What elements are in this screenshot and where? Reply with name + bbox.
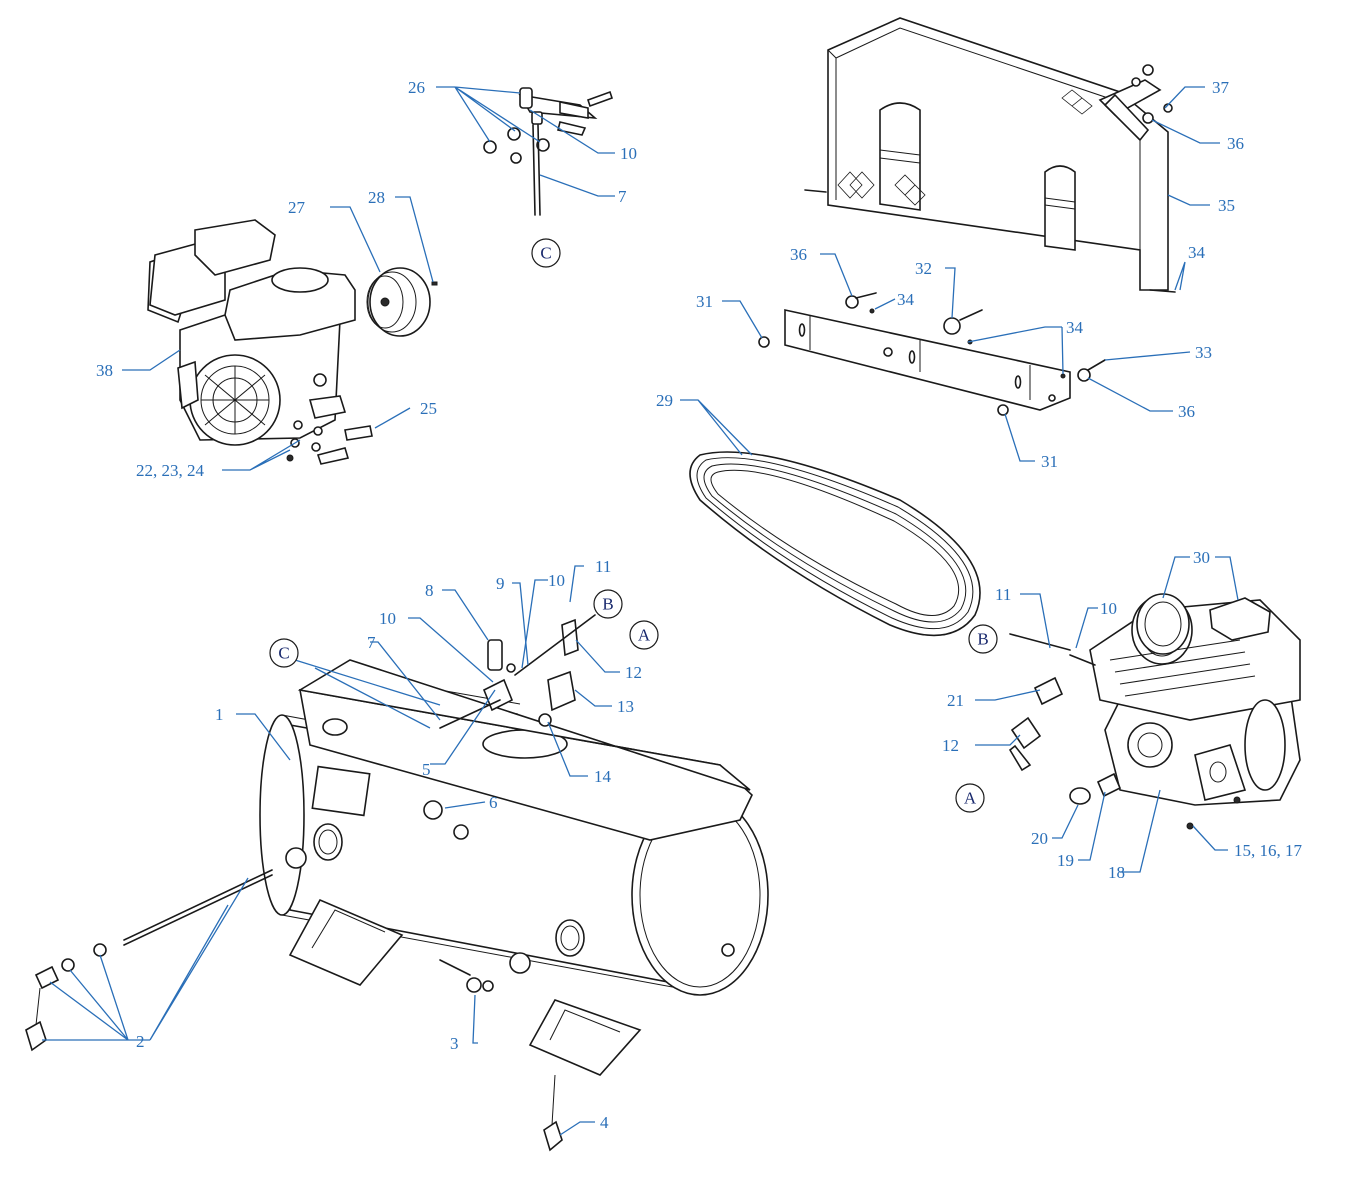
tank-saddle-plate bbox=[297, 659, 753, 841]
belt-guard bbox=[804, 17, 1176, 293]
reference-a-tank: A bbox=[629, 620, 659, 650]
engine-hardware bbox=[286, 420, 323, 462]
leader-lines bbox=[42, 86, 1239, 1136]
callout-7-switch: 7 bbox=[618, 187, 627, 206]
bottom-drain-petcock bbox=[543, 1074, 563, 1152]
callout-12-pump: 12 bbox=[942, 736, 959, 755]
ref-c-top-letter: C bbox=[540, 244, 551, 263]
ref-c-tank-letter: C bbox=[278, 644, 289, 663]
callout-29: 29 bbox=[656, 391, 673, 410]
engine-bolts bbox=[316, 425, 373, 465]
callout-21: 21 bbox=[947, 691, 964, 710]
callout-10-tank-right: 10 bbox=[548, 571, 565, 590]
callout-34-guard: 34 bbox=[1188, 243, 1206, 262]
callout-10-pump: 10 bbox=[1100, 599, 1117, 618]
callout-31-right: 31 bbox=[1041, 452, 1058, 471]
ref-a-tank-letter: A bbox=[638, 626, 651, 645]
callout-37: 37 bbox=[1212, 78, 1230, 97]
callout-12-tank: 12 bbox=[625, 663, 642, 682]
callout-5: 5 bbox=[422, 760, 431, 779]
reference-b-pump: B bbox=[968, 624, 998, 654]
callout-34-bracket-left: 34 bbox=[897, 290, 915, 309]
callout-22-23-24: 22, 23, 24 bbox=[136, 461, 205, 480]
reference-a-pump: A bbox=[955, 783, 985, 813]
callout-26: 26 bbox=[408, 78, 425, 97]
callout-36-bracket-left: 36 bbox=[790, 245, 807, 264]
air-compressor-pump bbox=[1089, 595, 1301, 830]
ref-b-pump-letter: B bbox=[977, 630, 988, 649]
drain-valve bbox=[439, 959, 494, 993]
callout-34-bracket-right: 34 bbox=[1066, 318, 1084, 337]
callout-1: 1 bbox=[215, 705, 224, 724]
callout-28: 28 bbox=[368, 188, 385, 207]
pressure-switch-assembly bbox=[483, 87, 614, 216]
callout-11-pump: 11 bbox=[995, 585, 1011, 604]
callout-2: 2 bbox=[136, 1032, 145, 1051]
engine-pulley bbox=[366, 267, 431, 337]
callout-10-tank-left: 10 bbox=[379, 609, 396, 628]
callout-32: 32 bbox=[915, 259, 932, 278]
callout-20: 20 bbox=[1031, 829, 1048, 848]
callout-35: 35 bbox=[1218, 196, 1235, 215]
pulley-key bbox=[431, 281, 438, 286]
callout-10-switch: 10 bbox=[620, 144, 637, 163]
callout-7-tank: 7 bbox=[367, 633, 376, 652]
gas-engine bbox=[147, 219, 356, 446]
callout-6: 6 bbox=[489, 793, 498, 812]
callout-18: 18 bbox=[1108, 863, 1125, 882]
reference-c-top: C bbox=[531, 238, 561, 268]
callout-11-tank: 11 bbox=[595, 557, 611, 576]
reference-b-tank: B bbox=[593, 589, 623, 619]
belt-guard-bracket bbox=[784, 309, 1071, 411]
belt-guard-mesh bbox=[837, 89, 1093, 206]
pump-fittings bbox=[1008, 633, 1122, 805]
callout-27: 27 bbox=[288, 198, 306, 217]
reference-c-tank: C bbox=[269, 638, 299, 668]
callout-15-16-17: 15, 16, 17 bbox=[1234, 841, 1303, 860]
callout-9: 9 bbox=[496, 574, 505, 593]
drain-hose-kit bbox=[25, 869, 273, 1052]
callout-19: 19 bbox=[1057, 851, 1074, 870]
callout-13: 13 bbox=[617, 697, 634, 716]
tank-plugs-ports bbox=[285, 800, 531, 974]
callout-25: 25 bbox=[420, 399, 437, 418]
callout-labels: 26 10 7 27 28 38 25 22, 23, 24 37 36 35 … bbox=[96, 78, 1303, 1132]
callout-14: 14 bbox=[594, 767, 612, 786]
belt-guard-hardware bbox=[1131, 64, 1173, 124]
callout-3: 3 bbox=[450, 1034, 459, 1053]
ref-a-pump-letter: A bbox=[964, 789, 977, 808]
callout-31-left: 31 bbox=[696, 292, 713, 311]
callout-4: 4 bbox=[600, 1113, 609, 1132]
callout-36-guard: 36 bbox=[1227, 134, 1244, 153]
callout-38: 38 bbox=[96, 361, 113, 380]
tank-feet bbox=[288, 898, 642, 1076]
callout-33: 33 bbox=[1195, 343, 1212, 362]
callout-8: 8 bbox=[425, 581, 434, 600]
bracket-hardware bbox=[758, 292, 1106, 416]
callout-36-bracket-right: 36 bbox=[1178, 402, 1195, 421]
callout-30: 30 bbox=[1193, 548, 1210, 567]
ref-b-tank-letter: B bbox=[602, 595, 613, 614]
v-belt bbox=[689, 451, 981, 637]
pump-caps bbox=[1136, 593, 1190, 655]
